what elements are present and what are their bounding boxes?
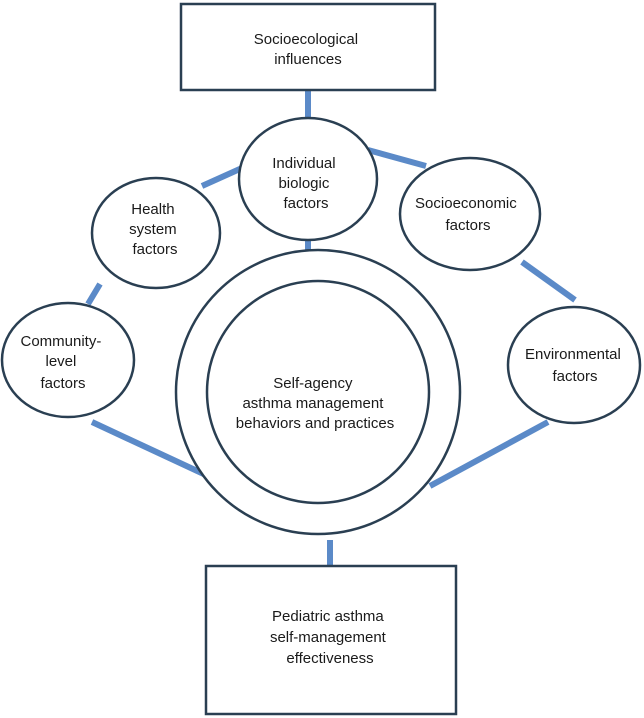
socioecological-influences-label: Socioecological influences (254, 31, 362, 68)
socioeconomic-factors-label: Socioeconomic factors (415, 195, 521, 234)
connector-individual-to-health (200, 165, 244, 189)
pediatric-asthma-effectiveness-label: Pediatric asthma self-management effecti… (270, 608, 390, 667)
self-agency-inner-circle (205, 279, 431, 505)
pediatric-asthma-effectiveness-box (204, 564, 458, 716)
community-level-factors-label: Community- level factors (20, 333, 105, 392)
connector-environmental-to-center (428, 419, 550, 489)
connector-socioeconomic-to-environmental (520, 259, 577, 303)
connector-community-to-center (90, 419, 210, 479)
connector-health-to-community (85, 282, 103, 306)
health-system-factors-label: Health system factors (129, 201, 181, 258)
health-system-factors-circle (90, 176, 222, 290)
socioecological-influences-box (179, 2, 437, 92)
self-agency-label: Self-agency asthma management behaviors … (236, 375, 394, 432)
individual-biologic-factors-label: Individual biologic factors (272, 155, 340, 212)
connector-individual-to-socioeconomic (367, 147, 427, 169)
environmental-factors-label: Environmental factors (525, 346, 625, 385)
community-level-factors-circle (0, 301, 136, 419)
connectors (85, 90, 577, 566)
environmental-factors-circle (506, 305, 642, 425)
socioeconomic-factors-circle (398, 156, 542, 272)
individual-biologic-factors-circle (237, 116, 379, 242)
